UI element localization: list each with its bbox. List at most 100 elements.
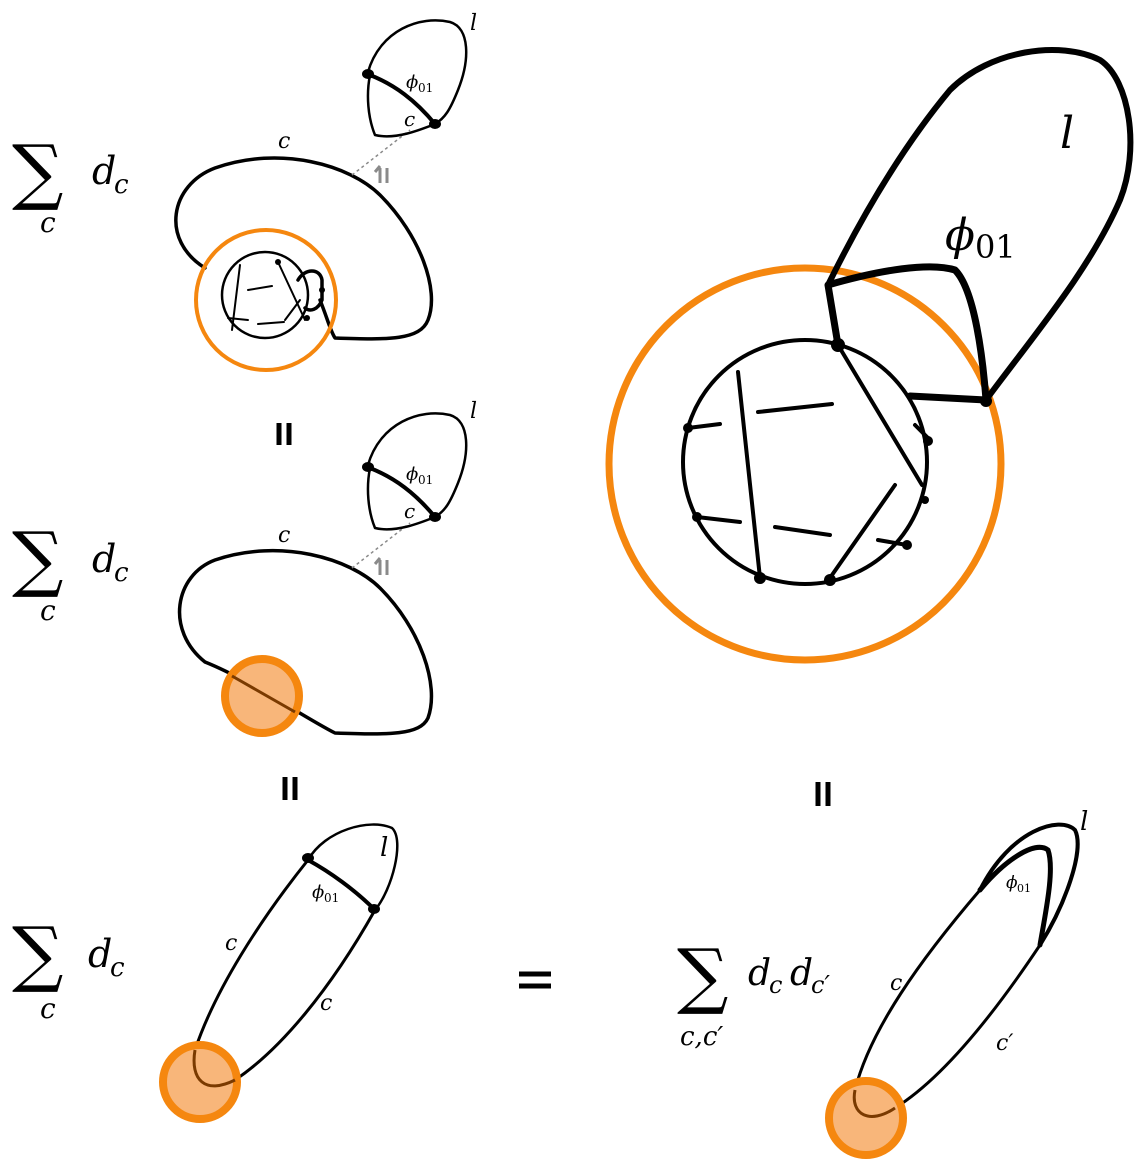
loop-l <box>366 412 468 519</box>
orange-ring <box>605 264 1005 664</box>
term-sub: c <box>769 971 782 999</box>
term-d: d <box>92 149 116 193</box>
sum-symbol: ∑ <box>12 516 63 600</box>
term-d: d <box>748 953 771 994</box>
edge-c <box>366 466 437 531</box>
vertex <box>980 395 992 407</box>
phi-edge <box>368 466 437 519</box>
vertex <box>368 904 380 914</box>
attach-hook <box>296 269 324 312</box>
phi-symbol: ϕ <box>406 72 418 93</box>
inner-chords <box>227 261 306 331</box>
loop-label-l: l <box>470 11 477 36</box>
phi-edge <box>368 73 437 126</box>
phi-symbol: ϕ <box>1006 873 1018 893</box>
sum-index: c <box>40 594 56 627</box>
edge-label-c: c <box>890 971 902 996</box>
sum-symbol: ∑ <box>677 933 728 1017</box>
inner-vertices <box>683 423 933 586</box>
zoom-line <box>351 129 411 176</box>
inner-disk <box>220 250 310 340</box>
contracted-disk <box>221 655 303 737</box>
loop-label-l: l <box>380 833 388 863</box>
edge-label-c: c <box>320 991 332 1016</box>
rotated-equals-3 <box>815 782 831 806</box>
term-sub: c <box>114 558 129 588</box>
panel-bottom-right: ∑ c,c′ d c d c′ l ϕ 01 c c′ <box>677 807 1088 1159</box>
contracted-arc <box>852 1089 896 1118</box>
panel-top-left: ∑ c d c c <box>12 11 477 372</box>
zoom-arrow-icon <box>373 557 389 575</box>
phi-symbol: ϕ <box>945 210 975 261</box>
loop-label-l: l <box>1080 807 1088 837</box>
panel-middle-left: ∑ c d c c l ϕ 01 c <box>12 399 477 737</box>
vertex <box>692 512 702 522</box>
vertex <box>362 69 374 79</box>
phi-subscript: 01 <box>418 81 433 95</box>
vertex <box>824 574 836 586</box>
vertex <box>362 462 374 472</box>
contracted-disk <box>825 1077 907 1159</box>
phi-symbol: ϕ <box>406 464 418 485</box>
panel-bottom-left: ∑ c d c l ϕ 01 c c <box>12 823 399 1123</box>
sum-symbol: ∑ <box>12 911 63 995</box>
region-boundary <box>177 548 434 736</box>
edge-label-c: c <box>278 523 290 548</box>
edge-c-right <box>233 908 377 1082</box>
phi-label: ϕ 01 <box>312 882 339 905</box>
attach-edge <box>906 392 990 404</box>
edge-label-c: c <box>278 129 290 154</box>
vertex <box>923 436 933 446</box>
phi-label: ϕ 01 <box>1006 873 1031 895</box>
panel-right-zoom: l ϕ 01 <box>605 47 1134 664</box>
sum-formula-1: ∑ c d c <box>12 129 129 239</box>
vertex <box>304 315 310 321</box>
term-sub: c <box>114 170 129 200</box>
sum-symbol: ∑ <box>12 129 63 213</box>
inner-chords <box>686 343 932 580</box>
zoom-line <box>351 522 411 569</box>
phi-edge <box>824 263 990 404</box>
phi-edge <box>977 844 1053 948</box>
edge-label-c: c <box>404 499 415 523</box>
loop-l <box>306 823 399 912</box>
edge-label-cprime: c′ <box>996 1031 1013 1056</box>
sum-index: c,c′ <box>680 1022 723 1052</box>
rotated-equals-2 <box>282 777 298 800</box>
edge-c-left <box>193 858 310 1052</box>
inner-disk <box>681 338 929 586</box>
loop-l <box>825 47 1134 403</box>
phi-subscript: 01 <box>975 228 1016 266</box>
term-d: d <box>88 932 112 976</box>
vertex <box>921 496 929 504</box>
vertex <box>429 512 441 522</box>
sum-formula-4: ∑ c,c′ d c d c′ <box>677 933 830 1052</box>
phi-subscript: 01 <box>418 473 433 487</box>
loop-label-l: l <box>470 399 477 424</box>
equals-sign <box>519 971 551 989</box>
phi-label: ϕ 01 <box>406 72 433 95</box>
vertex <box>275 259 281 265</box>
loop-l <box>366 19 468 126</box>
vertex <box>831 338 845 352</box>
term-d: d <box>790 953 813 994</box>
sum-formula-2: ∑ c d c <box>12 516 129 627</box>
phi-label: ϕ 01 <box>406 464 433 487</box>
vertex <box>319 287 325 293</box>
loop-label-l: l <box>1060 108 1074 159</box>
edge-label-c: c <box>404 107 415 131</box>
term-sub: c′ <box>811 971 830 999</box>
edge-c <box>366 73 437 138</box>
vertex <box>683 423 693 433</box>
vertex <box>429 119 441 129</box>
edge-label-c: c <box>225 931 237 956</box>
phi-edge <box>306 858 377 912</box>
rotated-equals-1 <box>276 423 292 445</box>
vertex <box>302 853 314 863</box>
phi-subscript: 01 <box>1017 882 1031 895</box>
loop-l <box>978 822 1080 947</box>
vertex <box>902 540 912 550</box>
sum-index: c <box>40 206 56 239</box>
term-sub: c <box>110 953 125 983</box>
